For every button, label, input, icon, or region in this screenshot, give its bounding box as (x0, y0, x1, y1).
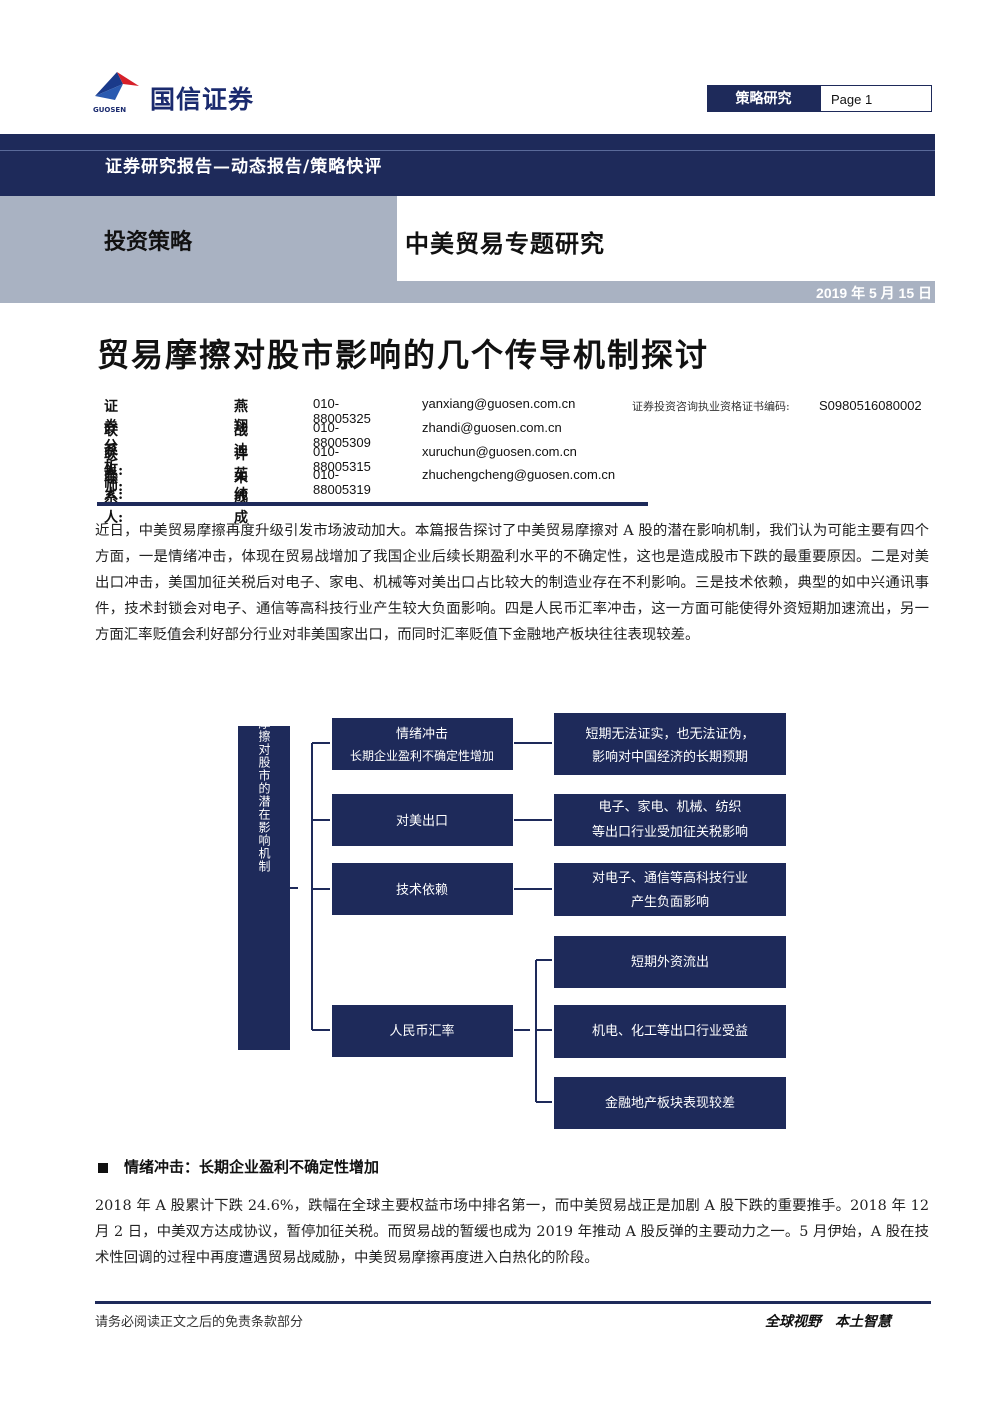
branch-box-currency (332, 1005, 513, 1057)
analyst-name: 战迪 (234, 423, 248, 459)
header-separator (97, 502, 648, 506)
analyst-phone: 010-88005325 (313, 396, 371, 426)
effect-box (554, 936, 786, 988)
analyst-phone: 010-88005309 (313, 420, 371, 450)
body-paragraph: 2018 年 A 股累计下跌 24.6%，跌幅在全球主要权益市场中排名第一，而中… (95, 1198, 929, 1266)
branch-box-technology (332, 863, 513, 915)
guosen-logo-icon (95, 72, 139, 100)
effect-label: 机电、化工等出口行业受益 (592, 1023, 748, 1039)
effect-box (554, 1005, 786, 1058)
diagram-root-label: 贸易摩擦对股市的潜在影响机制 (257, 710, 271, 873)
branch-label: 对美出口 (396, 814, 448, 829)
branch-label: 人民币汇率 (389, 1023, 454, 1039)
company-name: 国信证券 (150, 85, 255, 114)
footer-disclaimer: 请务必阅读正文之后的免责条款部分 (95, 1315, 304, 1330)
diagram-root-box (238, 726, 290, 1050)
category-tag: 策略研究 (707, 85, 820, 112)
section-label: 投资策略 (104, 229, 193, 255)
report-type: 证券研究报告—动态报告/策略快评 (105, 157, 383, 177)
date-bar (0, 281, 935, 303)
certificate-label: 证券投资咨询执业资格证书编码: (632, 400, 790, 413)
page-number: Page 1 (820, 85, 932, 112)
analyst-phone: 010-88005315 (313, 444, 371, 474)
branch-label: 技术依赖 (396, 883, 448, 898)
certificate-code: S0980516080002 (819, 398, 922, 413)
section-heading: 情绪冲击：长期企业盈利不确定性增加 (98, 1156, 379, 1177)
effect-box (554, 713, 786, 775)
analyst-role: 联系人: (104, 447, 124, 503)
report-banner (0, 134, 935, 196)
topic-label: 中美贸易专题研究 (405, 229, 605, 258)
analyst-role: 联系人: (104, 423, 124, 479)
effect-label: 等出口行业受加征关税影响 (592, 824, 748, 840)
effect-label: 产生负面影响 (631, 894, 709, 910)
analyst-email[interactable]: zhuchengcheng@guosen.com.cn (422, 467, 616, 482)
branch-box-export (332, 794, 513, 846)
analyst-role: 联系人: (104, 470, 124, 526)
effect-label: 电子、家电、机械、纺织 (598, 799, 741, 815)
analyst-email[interactable]: zhandi@guosen.com.cn (422, 420, 562, 435)
section-panel (0, 196, 397, 289)
effect-box (554, 1077, 786, 1129)
effect-label: 短期外资流出 (631, 955, 709, 970)
branch-box-sentiment (332, 718, 513, 770)
analyst-name: 燕翔 (234, 399, 248, 435)
effect-box (554, 794, 786, 846)
effect-label: 影响对中国经济的长期预期 (592, 749, 748, 765)
report-date: 2019 年 5 月 15 日 (816, 285, 932, 301)
analyst-email[interactable]: yanxiang@guosen.com.cn (422, 396, 576, 411)
square-bullet-icon (98, 1163, 108, 1173)
report-title: 贸易摩擦对股市影响的几个传导机制探讨 (97, 336, 710, 374)
summary-paragraph: 近日，中美贸易摩擦再度升级引发市场波动加大。本篇报告探讨了中美贸易摩擦对 A 股… (95, 523, 929, 643)
branch-label: 情绪冲击 (396, 727, 448, 742)
mechanism-diagram: 贸易摩擦对股市的潜在影响机制 情绪冲击 长期企业盈利不确定性增加 对美出口 技术… (238, 710, 786, 1129)
company-name-en: GUOSEN (93, 106, 127, 114)
footer-divider (95, 1301, 931, 1304)
section-heading-text: 情绪冲击：长期企业盈利不确定性增加 (124, 1158, 380, 1176)
branch-label: 长期企业盈利不确定性增加 (350, 748, 494, 763)
analyst-email[interactable]: xuruchun@guosen.com.cn (422, 444, 577, 459)
effect-label: 对电子、通信等高科技行业 (592, 870, 748, 886)
footer-slogan: 全球视野 本土智慧 (765, 1314, 891, 1330)
analyst-phone: 010-88005319 (313, 467, 371, 497)
analyst-name: 许茹纯 (234, 447, 248, 503)
analyst-role: 证券分析师: (104, 399, 124, 495)
effect-label: 金融地产板块表现较差 (605, 1095, 735, 1111)
effect-box (554, 863, 786, 916)
effect-label: 短期无法证实，也无法证伪， (585, 727, 754, 742)
banner-divider (0, 150, 935, 151)
